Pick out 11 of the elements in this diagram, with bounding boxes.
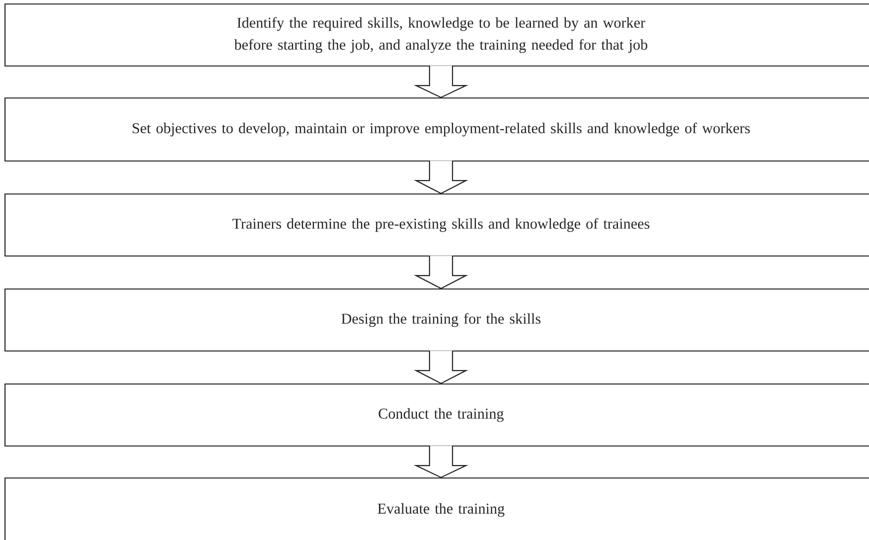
process-box: Set objectives to develop, maintain or improve employment-related skills and knowledge of workers bbox=[4, 97, 869, 162]
process-box: Trainers determine the pre-existing skills and knowledge of trainees bbox=[4, 193, 869, 257]
block-arrow bbox=[414, 445, 468, 478]
block-arrow bbox=[414, 160, 468, 194]
process-box: Design the training for the skills bbox=[4, 288, 869, 352]
block-arrow bbox=[414, 255, 468, 290]
process-box: Evaluate the training bbox=[4, 477, 869, 540]
process-box: Conduct the training bbox=[4, 383, 869, 447]
block-arrow bbox=[414, 65, 468, 98]
block-arrow bbox=[414, 350, 468, 384]
process-box: Identify the required skills, knowledge to be learned by an worker before starting the job, and analyze the training needed for that job bbox=[4, 3, 869, 67]
